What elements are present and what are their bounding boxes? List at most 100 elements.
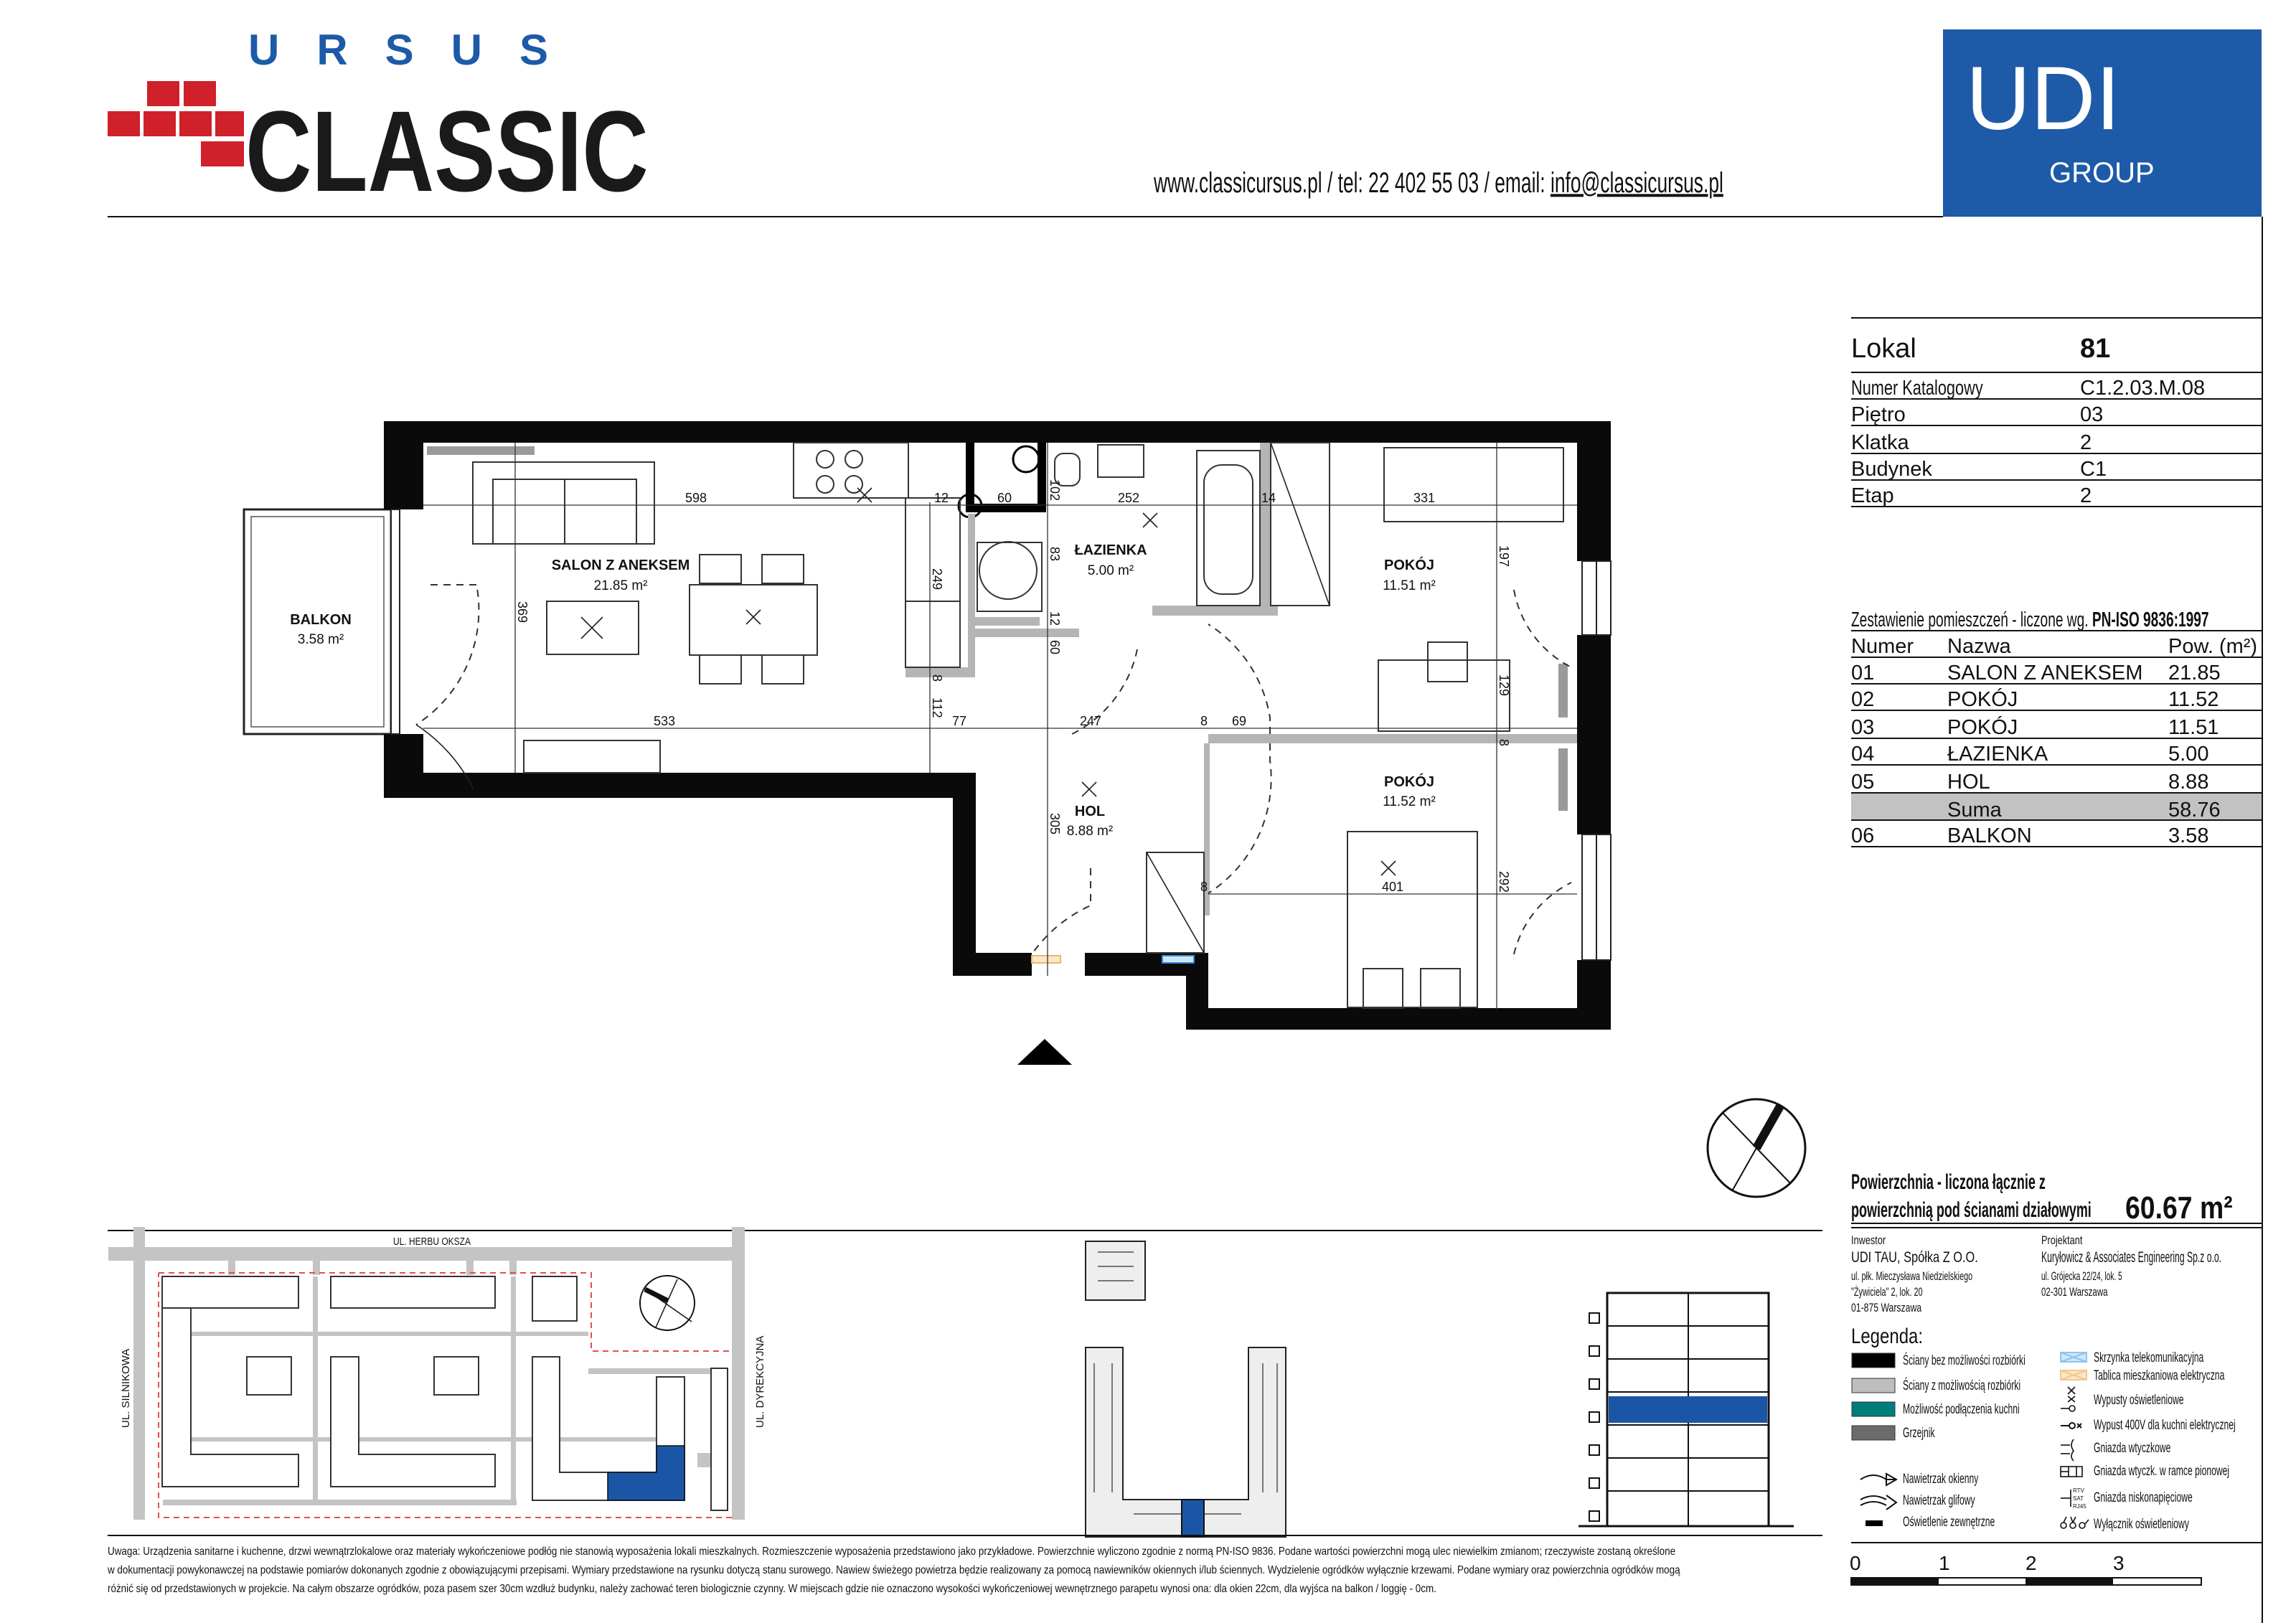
svg-text:BALKON: BALKON xyxy=(290,612,352,628)
detail-value: 2 xyxy=(2080,484,2092,507)
svg-text:ul. płk. Mieczysława Niedziels: ul. płk. Mieczysława Niedzielskiego xyxy=(1851,1270,1972,1284)
legend-item: Ściany bez możliwości rozbiórki xyxy=(1851,1352,2026,1368)
detail-label: Klatka xyxy=(1851,431,1909,454)
legend-item: Oświetlenie zewnętrzne xyxy=(1866,1515,1995,1530)
svg-text:BALKON: BALKON xyxy=(1947,824,2032,847)
designer-block: Projektant Kuryłowicz & Associates Engin… xyxy=(2041,1233,2221,1299)
svg-text:Skrzynka telekomunikacyjna: Skrzynka telekomunikacyjna xyxy=(2094,1351,2203,1365)
svg-text:POKÓJ: POKÓJ xyxy=(1384,556,1434,573)
svg-text:Powierzchnia - liczona łącznie: Powierzchnia - liczona łącznie z xyxy=(1851,1171,2046,1195)
door-swings xyxy=(415,584,1572,955)
street-label: UL. DYREKCYJNA xyxy=(754,1336,766,1428)
legend-item: Nawietrzak okienny xyxy=(1860,1472,1978,1487)
furniture xyxy=(472,442,1564,1009)
svg-text:8: 8 xyxy=(930,674,944,682)
svg-text:Ściany bez możliwości rozbiórk: Ściany bez możliwości rozbiórki xyxy=(1903,1352,2026,1368)
low-voltage-socket-icon xyxy=(2061,1490,2071,1507)
400v-outlet-icon xyxy=(2061,1422,2082,1429)
svg-text:POKÓJ: POKÓJ xyxy=(1947,715,2018,739)
bed xyxy=(1347,831,1478,1008)
contact-info: www.classicursus.pl / tel: 22 402 55 03 … xyxy=(1153,167,1723,199)
col-header-name: Nazwa xyxy=(1947,635,2012,658)
svg-text:UDI TAU, Spółka Z O.O.: UDI TAU, Spółka Z O.O. xyxy=(1851,1248,1978,1265)
svg-text:112: 112 xyxy=(930,697,944,718)
ventilation-shaft xyxy=(966,443,1046,512)
socket-icon xyxy=(2061,1439,2074,1462)
detail-label: Budynek xyxy=(1851,458,1932,481)
svg-text:8: 8 xyxy=(1200,880,1208,894)
outdoor-light-icon xyxy=(1866,1520,1883,1526)
street-label: UL. SILNIKOWA xyxy=(120,1349,132,1428)
current-building-highlight xyxy=(607,1445,685,1501)
udi-group-logo: UDI GROUP xyxy=(1943,29,2262,217)
svg-text:02: 02 xyxy=(1851,688,1874,711)
building-section xyxy=(1578,1292,1794,1528)
swatch-radiator xyxy=(1851,1425,1896,1441)
street-label: UL. HERBU OKSZA xyxy=(393,1236,471,1248)
disclaimer-notes: Uwaga: Urządzenia sanitarne i kuchenne, … xyxy=(107,1546,1680,1595)
svg-text:Suma: Suma xyxy=(1947,799,2003,822)
svg-text:SALON Z ANEKSEM: SALON Z ANEKSEM xyxy=(1947,662,2142,685)
svg-text:8.88: 8.88 xyxy=(2168,771,2208,794)
email-link[interactable]: info@classicursus.pl xyxy=(1551,167,1723,199)
tv-cabinet xyxy=(523,740,661,773)
svg-text:249: 249 xyxy=(930,568,944,590)
svg-text:21.85: 21.85 xyxy=(2168,662,2221,685)
svg-text:"Żywiciela" 2, lok. 20: "Żywiciela" 2, lok. 20 xyxy=(1851,1284,1923,1299)
brand-top: URSUS xyxy=(248,26,585,74)
wardrobe xyxy=(1146,852,1205,954)
swatch-removable-wall xyxy=(1851,1378,1896,1393)
svg-text:21.85 m²: 21.85 m² xyxy=(594,578,648,593)
svg-text:69: 69 xyxy=(1232,714,1246,728)
detail-value: C1.2.03.M.08 xyxy=(2080,377,2205,400)
sofa xyxy=(472,461,655,545)
toilet xyxy=(1054,453,1081,486)
svg-text:różnić się od przedstawionych: różnić się od przedstawionych w projekci… xyxy=(108,1583,1436,1595)
col-header-number: Numer xyxy=(1851,635,1914,658)
dimension-labels: 598 533 369 12 60 102 252 14 331 197 249… xyxy=(515,479,1511,894)
svg-text:3.58: 3.58 xyxy=(2168,824,2208,847)
svg-text:Ściany z możliwością rozbiórki: Ściany z możliwością rozbiórki xyxy=(1903,1377,2020,1393)
detail-value: 03 xyxy=(2080,403,2103,426)
svg-text:533: 533 xyxy=(654,714,675,728)
windows xyxy=(390,509,1612,961)
vertical-socket-icon xyxy=(2060,1466,2083,1477)
svg-text:14: 14 xyxy=(1261,491,1276,505)
svg-text:powierzchnią pod ścianami dzia: powierzchnią pod ścianami działowymi xyxy=(1851,1199,2092,1223)
svg-text:0: 0 xyxy=(1850,1552,1861,1574)
svg-text:369: 369 xyxy=(515,601,530,623)
trickle-vent-icon xyxy=(1860,1495,1898,1510)
col-header-area: Pow. (m²) xyxy=(2168,635,2257,658)
svg-text:Tablica mieszkaniowa elektrycz: Tablica mieszkaniowa elektryczna xyxy=(2094,1369,2224,1383)
partition-walls xyxy=(427,443,1577,916)
svg-text:POKÓJ: POKÓJ xyxy=(1384,773,1434,790)
svg-text:305: 305 xyxy=(1048,813,1062,834)
legend: Legenda: Ściany bez możliwości rozbiórki… xyxy=(1851,1323,2236,1531)
svg-text:HOL: HOL xyxy=(1075,804,1105,819)
bed xyxy=(1383,447,1564,522)
legend-item: Grzejnik xyxy=(1851,1425,1935,1441)
svg-text:11.51: 11.51 xyxy=(2168,716,2219,739)
svg-text:8: 8 xyxy=(1497,739,1511,746)
swatch-load-bearing-wall xyxy=(1851,1352,1896,1368)
svg-text:Oświetlenie zewnętrzne: Oświetlenie zewnętrzne xyxy=(1903,1515,1995,1530)
bathtub xyxy=(1196,450,1261,606)
svg-text:HOL: HOL xyxy=(1947,771,1990,794)
washing-machine xyxy=(979,541,1038,600)
svg-text:Inwestor: Inwestor xyxy=(1851,1233,1886,1247)
brand-main: CLASSIC xyxy=(245,87,649,215)
svg-text:58.76: 58.76 xyxy=(2168,799,2221,822)
dining-table xyxy=(689,584,818,656)
entrance-arrow-icon xyxy=(1017,1039,1072,1065)
svg-text:3: 3 xyxy=(2113,1552,2125,1574)
detail-value: 2 xyxy=(2080,431,2092,454)
svg-text:Wyłącznik oświetleniowy: Wyłącznik oświetleniowy xyxy=(2094,1518,2189,1532)
rooms-table-title: Zestawienie pomieszczeń - liczone wg. PN… xyxy=(1851,608,2208,631)
